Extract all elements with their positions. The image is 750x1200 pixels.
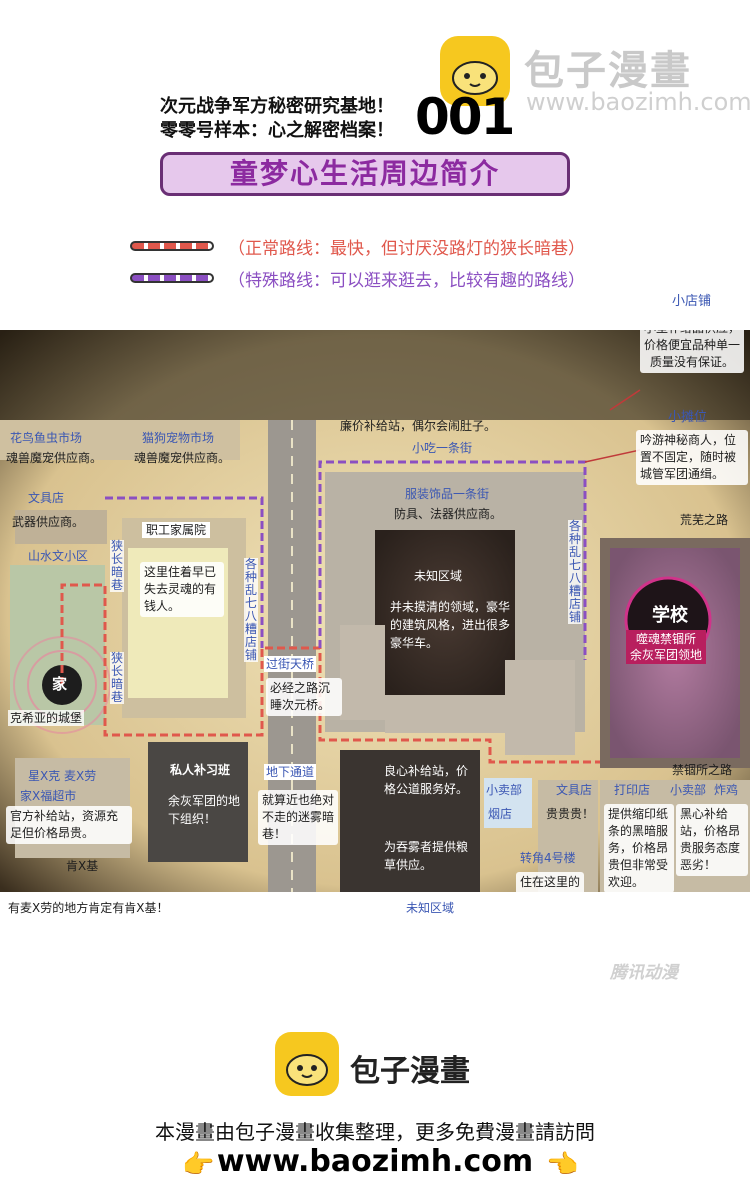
supermarket: 家X福超市 (20, 789, 77, 803)
header-line-2: 零零号样本：心之解密档案！ (160, 120, 394, 141)
cram-desc: 余灰军团的地下组织！ (168, 794, 241, 826)
clothing-desc: 防具、法器供应商。 (394, 507, 503, 521)
pointing-right-hand-icon: 👉 (182, 1150, 215, 1180)
town-map: 小型补给品供应，价格便宜品种单一质量没有保证。 小摊位 吟游神秘商人，位置不固定… (0, 330, 750, 892)
watermark-url: www.baozimh.com (526, 88, 750, 116)
kiosk-2: 小卖部 (670, 783, 707, 797)
watermark-logo-block: 包子漫畫 www.baozimh.com (440, 36, 750, 116)
underpass-desc: 就算近也绝对不走的迷雾暗巷！ (258, 790, 338, 845)
unknown-area-2-caption: 未知区域 (406, 901, 455, 915)
school-desc: 噬魂禁锢所 余灰军团领地 (626, 630, 707, 664)
clothing-street: 服装饰品一条街 (405, 487, 490, 501)
supermarket-top: 星X克 麦X劳 (28, 769, 97, 783)
footer-url-link[interactable]: www.baozimh.com (216, 1144, 534, 1179)
pet-market: 猫狗宠物市场 (142, 431, 215, 445)
footer-bun-logo-icon (275, 1032, 339, 1096)
school-label: 学校 (652, 605, 688, 626)
map-caption-strip: 有麦X劳的地方肯定有肯X基！ 未知区域 (0, 892, 750, 922)
footer-logo-text: 包子漫畫 (350, 1054, 470, 1089)
shop-desc: 小型补给品供应，价格便宜品种单一质量没有保证。 (640, 330, 744, 373)
corner-building: 转角4号楼 (520, 851, 576, 865)
cram-school: 私人补习班 (170, 763, 231, 777)
narrow-alley-1: 狭长暗巷 (110, 539, 124, 592)
pointing-left-hand-icon: 👈 (546, 1150, 579, 1180)
overpass: 过街天桥 (264, 656, 317, 672)
staff-desc: 这里住着早已失去灵魂的有钱人。 (140, 562, 224, 617)
print-shop: 打印店 (614, 783, 651, 797)
stationery-shop: 文具店 (28, 491, 65, 505)
normal-route-text: （正常路线：最快，但讨厌没路灯的狭长暗巷） (228, 239, 585, 259)
print-desc: 提供缩印纸条的黑暗服务，价格昂贵但非常受欢迎。 (604, 804, 674, 892)
overpass-desc: 必经之路沉睡次元桥。 (266, 678, 342, 716)
chicken-desc: 黑心补给站，价格昂贵服务态度恶劣！ (676, 804, 748, 876)
unknown-area: 未知区域 (414, 569, 463, 583)
snack-street: 小吃一条街 (412, 441, 473, 455)
misc-shops-left: 各种乱七八糟店铺 (244, 557, 258, 662)
watermark-site-name: 包子漫畫 (524, 48, 692, 94)
misc-shops-right: 各种乱七八糟店铺 (568, 519, 582, 624)
stationery-2: 文具店 (556, 783, 593, 797)
underpass: 地下通道 (264, 764, 317, 780)
snack-desc: 廉价补给站，偶尔会闹肚子。 (340, 419, 497, 433)
header-line-1: 次元战争军方秘密研究基地！ (160, 96, 394, 117)
stationery-desc: 武器供应商。 (12, 515, 85, 529)
home-label: 家 (52, 675, 68, 693)
pet-desc: 魂兽魔宠供应商。 (134, 451, 231, 465)
special-route-swatch (130, 273, 214, 283)
mcd-note-caption: 有麦X劳的地方肯定有肯X基！ (8, 901, 169, 915)
wasteland-road: 荒芜之路 (680, 513, 729, 527)
chapter-number: 001 (415, 88, 515, 146)
kfc-label: 肯X基 (66, 859, 99, 873)
normal-route-swatch (130, 241, 214, 251)
flower-desc: 魂兽魔宠供应商。 (6, 451, 103, 465)
kiosk-1: 小卖部 (486, 783, 523, 797)
fried-chicken: 炸鸡 (714, 783, 739, 797)
community: 山水文小区 (28, 549, 89, 563)
page-title-banner: 童梦心生活周边简介 (160, 152, 570, 196)
publisher-watermark: 腾讯动漫 (610, 963, 678, 983)
flower-market: 花鸟鱼虫市场 (10, 431, 83, 445)
corner-desc: 住在这里的距离学校很近！ (516, 872, 584, 892)
stall-desc: 吟游神秘商人，位置不固定，随时被城管军团通缉。 (636, 430, 748, 485)
unknown-desc: 并未摸清的领域，豪华的建筑风格，进出很多豪华车。 (390, 600, 511, 650)
bun-logo-icon (440, 36, 510, 106)
home-desc: 克希亚的城堡 (8, 710, 85, 726)
special-route-text: （特殊路线：可以逛来逛去，比较有趣的路线） (228, 271, 585, 291)
conscience-desc: 良心补给站，价格公道服务好。 (384, 764, 469, 796)
stall-title: 小摊位 (668, 410, 708, 425)
footer-credit: 本漫畫由包子漫畫收集整理，更多免費漫畫請訪問 (155, 1120, 595, 1144)
shop-title: 小店铺 (672, 294, 712, 309)
prison-road: 禁锢所之路 (672, 763, 733, 777)
staff-housing: 职工家属院 (142, 522, 211, 538)
stationery-2-desc: 贵贵贵！ (546, 807, 595, 821)
tobacco-shop: 烟店 (488, 807, 513, 821)
supermarket-desc: 官方补给站，资源充足但价格昂贵。 (6, 806, 132, 844)
narrow-alley-2: 狭长暗巷 (110, 651, 124, 704)
grain-desc: 为吞雾者提供粮草供应。 (384, 840, 469, 872)
